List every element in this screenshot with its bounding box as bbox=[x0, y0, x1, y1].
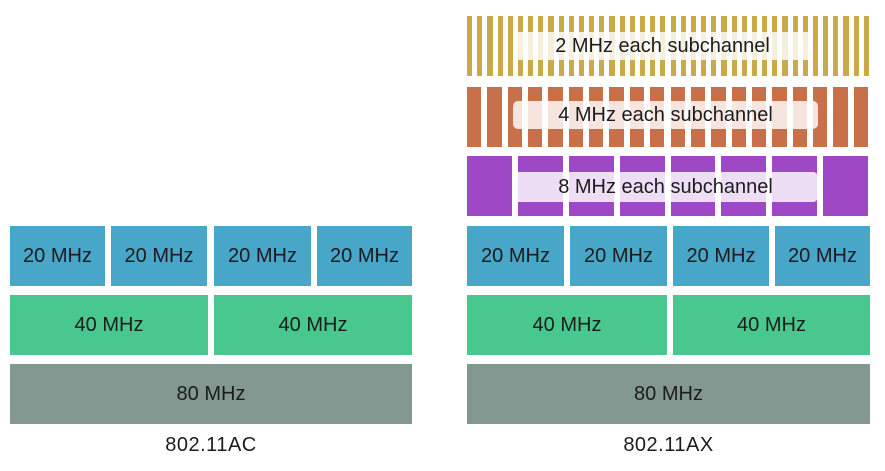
ac-caption: 802.11AC bbox=[165, 433, 257, 456]
ax-20mhz-block-3: 20 MHz bbox=[673, 226, 769, 286]
ax-40mhz-block-2: 40 MHz bbox=[673, 295, 870, 355]
ax-80mhz-block: 80 MHz bbox=[467, 364, 870, 424]
ax-2mhz-subchannel-37 bbox=[833, 16, 839, 76]
ax-2mhz-label: 2 MHz each subchannel bbox=[513, 32, 812, 60]
ax-2mhz-subchannel-39 bbox=[853, 16, 859, 76]
ax-2mhz-subchannel-5 bbox=[507, 16, 513, 76]
ax-4mhz-subchannel-1 bbox=[467, 87, 482, 147]
ax-2mhz-subchannel-38 bbox=[843, 16, 849, 76]
ac-40mhz-block-1: 40 MHz bbox=[10, 295, 208, 355]
ax-2mhz-subchannel-4 bbox=[497, 16, 503, 76]
ax-20mhz-block-4: 20 MHz bbox=[775, 226, 870, 286]
ax-4mhz-subchannel-19 bbox=[833, 87, 848, 147]
ax-2mhz-subchannel-3 bbox=[487, 16, 493, 76]
ax-20mhz-block-2: 20 MHz bbox=[570, 226, 667, 286]
ac-20mhz-block-4: 20 MHz bbox=[317, 226, 412, 286]
ax-8mhz-label: 8 MHz each subchannel bbox=[513, 172, 818, 202]
ax-2mhz-subchannel-36 bbox=[823, 16, 829, 76]
ac-40mhz-block-2: 40 MHz bbox=[214, 295, 412, 355]
ax-4mhz-subchannel-2 bbox=[487, 87, 502, 147]
ax-2mhz-subchannel-35 bbox=[812, 16, 819, 76]
ax-2mhz-subchannel-40 bbox=[863, 16, 869, 76]
ax-2mhz-subchannel-2 bbox=[477, 16, 483, 76]
ax-8mhz-subchannel-1 bbox=[467, 156, 512, 216]
ac-20mhz-block-2: 20 MHz bbox=[111, 226, 207, 286]
ax-2mhz-subchannel-1 bbox=[467, 16, 473, 76]
ax-caption: 802.11AX bbox=[623, 433, 714, 456]
ac-80mhz-block: 80 MHz bbox=[10, 364, 412, 424]
ax-40mhz-block-1: 40 MHz bbox=[467, 295, 667, 355]
ac-20mhz-block-3: 20 MHz bbox=[214, 226, 311, 286]
ax-20mhz-block-1: 20 MHz bbox=[467, 226, 564, 286]
ax-4mhz-label: 4 MHz each subchannel bbox=[513, 101, 818, 129]
ax-4mhz-subchannel-20 bbox=[853, 87, 868, 147]
ax-8mhz-subchannel-8 bbox=[823, 156, 868, 216]
ac-20mhz-block-1: 20 MHz bbox=[10, 226, 105, 286]
